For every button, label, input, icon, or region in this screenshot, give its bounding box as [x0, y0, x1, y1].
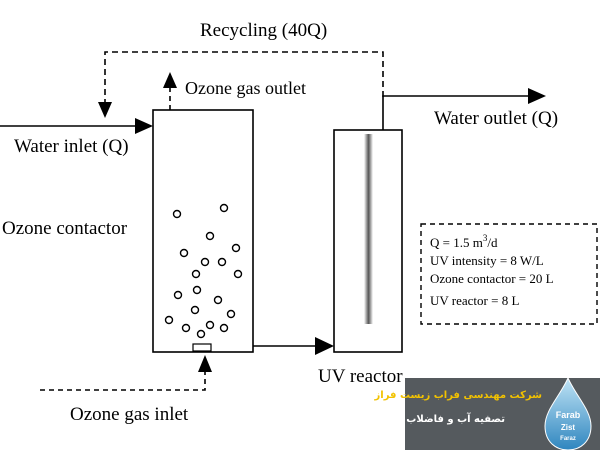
watermark-fa-line1: شرکت مهندسی فراب زیست فراز [374, 390, 543, 401]
recycling-line [104, 51, 384, 103]
water-outlet-label: Water outlet (Q) [434, 108, 558, 129]
param-uv-intensity: UV intensity = 8 W/L [430, 253, 544, 268]
bubble [205, 320, 215, 330]
bubble [181, 323, 191, 333]
bubble [217, 257, 227, 267]
ozone-gas-outlet-label: Ozone gas outlet [185, 78, 306, 98]
bubble [173, 290, 183, 300]
param-flow-prefix: Q = 1.5 m [430, 235, 483, 250]
bubble [226, 309, 236, 319]
bubble [192, 285, 202, 295]
param-ozone-contactor-volume: Ozone contactor = 20 L [430, 271, 554, 286]
recycling-label: Recycling (40Q) [200, 20, 327, 41]
water-inlet-label: Water inlet (Q) [14, 136, 129, 157]
bubble [200, 257, 210, 267]
bubble [219, 203, 229, 213]
uv-lamp [364, 134, 373, 324]
transfer-arrowhead [315, 337, 334, 355]
ozone-bubbles [164, 203, 243, 339]
water-drop-icon [544, 376, 592, 450]
gas-diffuser [192, 343, 212, 352]
company-watermark: شرکت مهندسی فراب زیست فراز تصفیه آب و فا… [374, 376, 600, 450]
water-inlet-arrowhead [135, 118, 153, 134]
ozone-gas-inlet-label: Ozone gas inlet [70, 404, 189, 425]
bubble [179, 248, 189, 258]
watermark-en-line2: Zist [561, 423, 576, 432]
watermark-en-line3: Faraz [560, 436, 576, 442]
bubble [219, 323, 229, 333]
bubble [233, 269, 243, 279]
bubble [231, 243, 241, 253]
ozone-contactor-vessel [152, 109, 254, 353]
bubble [205, 231, 215, 241]
param-flow: Q = 1.5 m3/d [430, 233, 498, 250]
bubble [196, 329, 206, 339]
ozone-gas-outlet-arrowhead [163, 72, 177, 88]
param-flow-exponent: 3 [483, 233, 488, 243]
ozone-gas-inlet-line [40, 372, 206, 391]
param-uv-reactor-volume: UV reactor = 8 L [430, 293, 519, 308]
water-outlet-arrowhead [528, 88, 546, 104]
ozone-gas-inlet-arrowhead [198, 355, 212, 372]
watermark-fa-line2: تصفیه آب و فاضلاب [406, 412, 505, 425]
parameters-box [420, 223, 598, 325]
param-flow-suffix: /d [487, 235, 498, 250]
watermark-en-line1: Farab [556, 410, 581, 420]
ozone-contactor-label: Ozone contactor [2, 218, 128, 239]
uv-reactor-label: UV reactor [318, 366, 403, 387]
bubble [172, 209, 182, 219]
bubble [191, 269, 201, 279]
bubble [190, 305, 200, 315]
recycling-arrowhead [98, 102, 112, 118]
water-outlet-line [382, 95, 528, 130]
bubble [164, 315, 174, 325]
bubble [213, 295, 223, 305]
